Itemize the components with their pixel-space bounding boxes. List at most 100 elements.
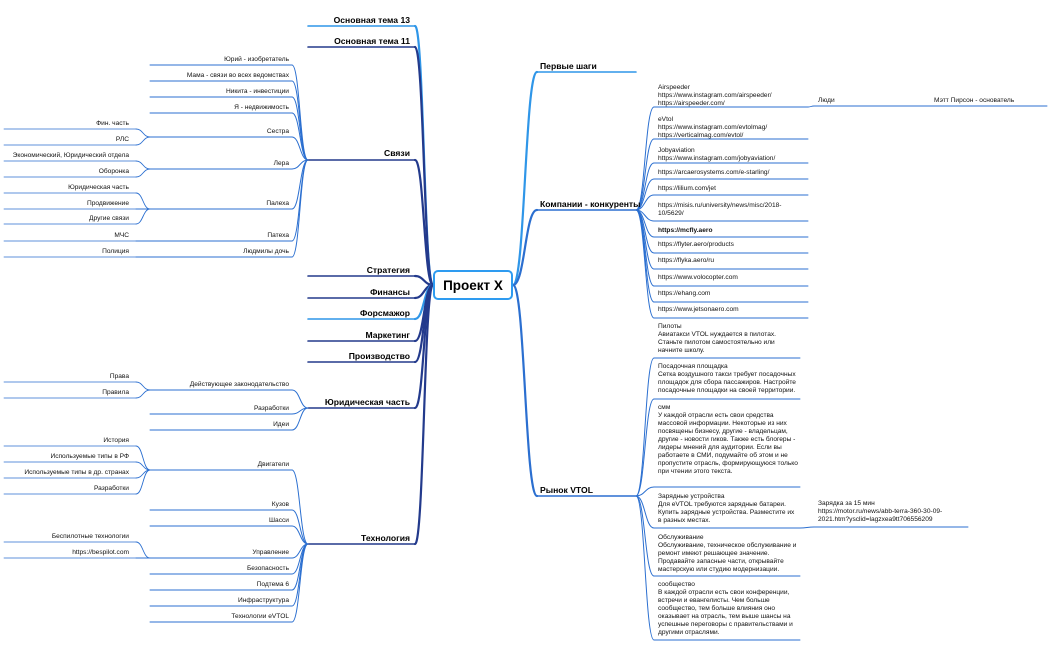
market-child	[635, 495, 655, 641]
node-history[interactable]: История	[103, 437, 129, 444]
link-child	[291, 159, 309, 242]
node-control[interactable]: Управление	[252, 549, 289, 556]
tech-child	[291, 543, 309, 623]
topic-first-steps[interactable]: Первые шаги	[540, 61, 597, 71]
node-body[interactable]: Кузов	[271, 501, 289, 508]
topic-legal[interactable]: Юридическая часть	[324, 397, 410, 407]
topic-finance[interactable]: Финансы	[370, 287, 410, 297]
node-rls[interactable]: РЛС	[115, 136, 129, 143]
node-sub6[interactable]: Подтема 6	[256, 581, 289, 588]
competitor-item[interactable]: https://arcaerosystems.com/e-starling/	[658, 169, 770, 176]
branch-left	[413, 158, 435, 287]
market-child	[635, 486, 655, 497]
node-nikita[interactable]: Никита - инвестиции	[225, 88, 289, 95]
tech-child	[291, 525, 309, 545]
node-rules[interactable]: Правила	[102, 389, 129, 396]
legal-grandchild	[135, 381, 151, 391]
topic-marketing[interactable]: Маркетинг	[365, 330, 410, 340]
link-grandchild	[135, 160, 151, 170]
node-police[interactable]: Полиция	[102, 248, 129, 255]
connector	[807, 105, 815, 108]
competitor-item[interactable]: https://ehang.com	[658, 290, 711, 297]
node-evtol-tech[interactable]: Технологии eVTOL	[231, 613, 289, 620]
node-yur[interactable]: Юридическая часть	[68, 184, 129, 191]
topic-production[interactable]: Производство	[348, 351, 410, 361]
link-child	[291, 136, 309, 161]
market-child	[635, 398, 655, 497]
node-bespilot-link[interactable]: https://bespilot.com	[72, 549, 129, 556]
branch-competitors	[511, 208, 539, 287]
node-matt-pearson[interactable]: Мэтт Пирсон - основатель	[934, 97, 1015, 104]
tech-grandchild	[135, 469, 151, 495]
node-current-law[interactable]: Действующее законодательство	[189, 381, 289, 388]
node-yuri[interactable]: Юрий - изобретатель	[224, 56, 289, 63]
competitor-item[interactable]: https://misis.ru/university/news/misc/20…	[658, 202, 782, 217]
market-child	[635, 495, 655, 577]
node-legal-dev[interactable]: Разработки	[253, 405, 289, 412]
node-ya[interactable]: Я - недвижимость	[234, 104, 289, 111]
node-ideas[interactable]: Идеи	[273, 421, 289, 428]
node-infra[interactable]: Инфраструктура	[238, 597, 289, 604]
node-lera[interactable]: Лера	[273, 160, 289, 167]
node-sestra[interactable]: Сестра	[266, 128, 289, 135]
node-prod[interactable]: Продвижение	[86, 200, 129, 207]
legal-child	[291, 389, 309, 409]
node-econ[interactable]: Экономический, Юридический отдела	[12, 152, 129, 159]
competitor-item[interactable]: https://flyka.aero/ru	[658, 257, 715, 264]
node-oborona[interactable]: Оборонка	[98, 168, 129, 175]
node-patekha[interactable]: Патеха	[267, 232, 289, 239]
topic-technology[interactable]: Технология	[361, 533, 410, 543]
competitor-child	[635, 194, 655, 211]
legal-child	[291, 407, 309, 431]
link-child	[291, 159, 309, 258]
node-fin[interactable]: Фин. часть	[96, 120, 129, 127]
node-safety[interactable]: Безопасность	[246, 565, 289, 572]
link-grandchild	[135, 208, 151, 225]
topic-strategy[interactable]: Стратегия	[366, 265, 410, 275]
node-types-other[interactable]: Используемые типы в др. странах	[24, 469, 129, 476]
node-tech-dev[interactable]: Разработки	[93, 485, 129, 492]
branch-first-steps	[511, 70, 539, 287]
node-pilotless[interactable]: Беспилотные технологии	[51, 533, 129, 540]
competitor-item[interactable]: https://www.volocopter.com	[658, 274, 738, 281]
node-engines[interactable]: Двигатели	[257, 461, 289, 468]
branch-left	[413, 283, 435, 546]
tech-child	[291, 469, 309, 545]
topic-vtol-market[interactable]: Рынок VTOL	[540, 485, 593, 495]
link-grandchild	[135, 128, 151, 138]
link-grandchild	[135, 192, 151, 210]
node-other[interactable]: Другие связи	[89, 215, 129, 222]
topic-links[interactable]: Связи	[384, 148, 410, 158]
competitor-item[interactable]: https://www.jetsonaero.com	[658, 306, 739, 313]
branch-market	[511, 283, 539, 498]
topic-competitors[interactable]: Компании - конкуренты	[540, 199, 641, 209]
node-mama[interactable]: Мама - связи во всех ведомствах	[186, 72, 289, 79]
node-chassis[interactable]: Шасси	[269, 517, 289, 524]
competitor-item[interactable]: https://lilium.com/jet	[658, 185, 716, 192]
node-types-rf[interactable]: Используемые типы в РФ	[50, 453, 129, 460]
root-topic[interactable]: Проект X	[433, 270, 513, 300]
topic-13[interactable]: Основная тема 13	[333, 15, 410, 25]
node-rights[interactable]: Права	[109, 373, 129, 380]
competitor-item[interactable]: https://flyter.aero/products	[658, 241, 734, 248]
node-lyudmila[interactable]: Людмилы дочь	[243, 248, 289, 255]
link-child	[291, 112, 309, 161]
competitor-item[interactable]: https://mcfly.aero	[658, 227, 713, 234]
legal-grandchild	[135, 389, 151, 399]
topic-11[interactable]: Основная тема 11	[334, 36, 410, 46]
competitor-child	[635, 209, 655, 319]
node-mchs[interactable]: МЧС	[114, 232, 129, 239]
node-people[interactable]: Люди	[818, 97, 835, 104]
node-palekha[interactable]: Палеха	[266, 200, 289, 207]
topic-force-majeure[interactable]: Форсмажор	[359, 308, 410, 318]
